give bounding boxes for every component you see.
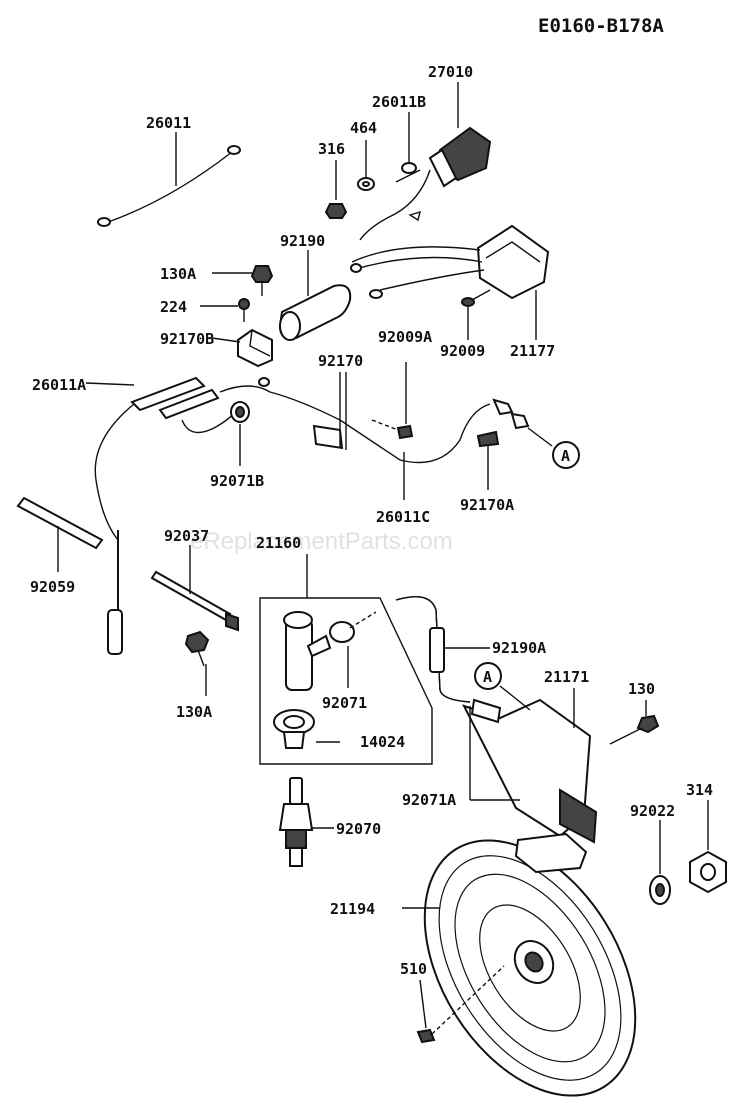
label-224[interactable]: 224: [160, 298, 187, 316]
diagram-code: E0160-B178A: [538, 15, 664, 37]
label-21194[interactable]: 21194: [330, 900, 375, 918]
wire-bracket-drawing: [312, 372, 347, 450]
plug-lead-drawing: [85, 376, 341, 655]
connector-group-drawing: [324, 82, 492, 241]
label-21171[interactable]: 21171: [544, 668, 589, 686]
callout-a-upper: A: [552, 441, 580, 469]
bolt-130a-bottom-drawing: [184, 630, 210, 696]
spark-plug-drawing: [278, 777, 334, 867]
label-26011c[interactable]: 26011C: [376, 508, 430, 526]
label-92170[interactable]: 92170: [318, 352, 363, 370]
long-bolt-drawing: [150, 545, 239, 632]
label-26011[interactable]: 26011: [146, 114, 191, 132]
ignition-module-drawing: [350, 224, 550, 340]
label-130a-bottom[interactable]: 130A: [176, 703, 212, 721]
flywheel-drawing: [402, 832, 637, 1097]
label-26011b[interactable]: 26011B: [372, 93, 426, 111]
label-14024[interactable]: 14024: [360, 733, 405, 751]
harness-lead-drawing: [339, 398, 553, 500]
watermark: eReplacementParts.com: [190, 528, 453, 555]
callout-a-upper-label: A: [561, 447, 570, 465]
label-92190a[interactable]: 92190A: [492, 639, 546, 657]
label-92059[interactable]: 92059: [30, 578, 75, 596]
screw-a-drawing: [371, 362, 414, 440]
pin-drawing: [16, 496, 104, 572]
bracket-group-drawing: [200, 265, 274, 387]
label-92037[interactable]: 92037: [164, 527, 209, 545]
label-464[interactable]: 464: [350, 119, 377, 137]
label-92170b[interactable]: 92170B: [160, 330, 214, 348]
bolt-130-drawing: [609, 700, 660, 745]
label-92022[interactable]: 92022: [630, 802, 675, 820]
label-21177[interactable]: 21177: [510, 342, 555, 360]
label-130a-top[interactable]: 130A: [160, 265, 196, 283]
plug-cap-box-drawing: [259, 554, 433, 765]
label-316[interactable]: 316: [318, 140, 345, 158]
key-drawing: [416, 965, 505, 1044]
label-92071a[interactable]: 92071A: [402, 791, 456, 809]
label-92071b[interactable]: 92071B: [210, 472, 264, 490]
label-130[interactable]: 130: [628, 680, 655, 698]
label-92070[interactable]: 92070: [336, 820, 381, 838]
washer-nut-drawing: [649, 800, 727, 905]
grommet-drawing: [230, 401, 250, 466]
label-92190[interactable]: 92190: [280, 232, 325, 250]
label-510[interactable]: 510: [400, 960, 427, 978]
label-92009a[interactable]: 92009A: [378, 328, 432, 346]
label-27010[interactable]: 27010: [428, 63, 473, 81]
label-92009[interactable]: 92009: [440, 342, 485, 360]
label-26011a[interactable]: 26011A: [32, 376, 86, 394]
label-92071[interactable]: 92071: [322, 694, 367, 712]
capacitor-drawing: [278, 250, 352, 341]
label-21160[interactable]: 21160: [256, 534, 301, 552]
part-labels: 26011 27010 26011B 464 316 92190 130A 22…: [30, 63, 713, 978]
coil-drawing: [395, 596, 598, 844]
label-314[interactable]: 314: [686, 781, 713, 799]
callout-a-lower: A: [474, 662, 502, 690]
callout-a-lower-label: A: [483, 668, 492, 686]
ground-lead-drawing: [97, 132, 241, 227]
label-92170a[interactable]: 92170A: [460, 496, 514, 514]
